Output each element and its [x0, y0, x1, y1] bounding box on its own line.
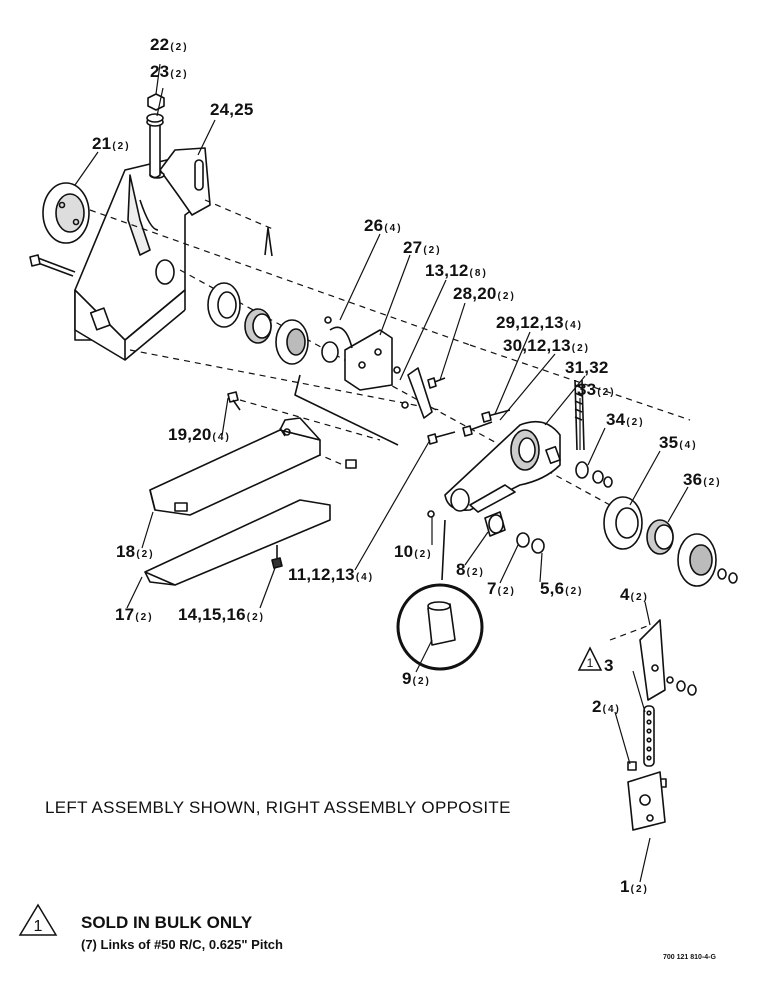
callout-8: 8(2) [456, 560, 485, 579]
callout-34: 34(2) [606, 410, 645, 429]
shaft-collar [321, 341, 339, 363]
figure-code: 700 121 810-4-G [663, 954, 716, 961]
footnote-detail: (7) Links of #50 R/C, 0.625" Pitch [81, 937, 283, 952]
pin-and-nut [146, 93, 165, 179]
spacer-34 [545, 445, 613, 488]
callout-13-12: 13,12(8) [425, 261, 488, 280]
chain-3 [643, 705, 655, 767]
bracket-27 [329, 326, 393, 391]
callout-19-20: 19,20(4) [168, 425, 231, 444]
detail-circle-9 [396, 519, 484, 671]
callout-26: 26(4) [364, 216, 403, 235]
callout-29-12-13: 29,12,13(4) [496, 313, 584, 332]
assembly-caption: LEFT ASSEMBLY SHOWN, RIGHT ASSEMBLY OPPO… [45, 798, 511, 817]
plate-18 [149, 417, 321, 516]
fitting-10 [427, 510, 435, 518]
plate-17 [144, 499, 331, 586]
footnote-title: SOLD IN BULK ONLY [81, 913, 253, 932]
svg-text:1: 1 [34, 918, 43, 935]
callout-3: 3 [604, 656, 614, 675]
callout-28-20: 28,20(2) [453, 284, 516, 303]
callout-36: 36(2) [683, 470, 722, 489]
arm-31-32 [444, 420, 561, 513]
washer-7 [516, 532, 530, 548]
callout-33: 33(2) [577, 380, 616, 399]
callout-35: 35(4) [659, 433, 698, 452]
bolt-19 [227, 391, 357, 469]
callout-23: 23(2) [150, 62, 189, 81]
bolt-14 [271, 545, 283, 569]
callout-4: 4(2) [620, 585, 649, 604]
callout-27: 27(2) [403, 238, 442, 257]
plate-1 [627, 771, 666, 831]
flange-21 [42, 182, 90, 244]
callout-30-12-13: 30,12,13(2) [503, 336, 591, 355]
callout-11-12-13: 11,12,13(4) [288, 565, 375, 584]
stud-33 [574, 379, 585, 451]
leader-lines [74, 63, 689, 883]
svg-text:1: 1 [587, 656, 594, 670]
callout-10: 10(2) [394, 542, 433, 561]
footnote-marker: 1 [18, 903, 58, 936]
flange-35-b [677, 533, 717, 587]
callout-1: 1(2) [620, 877, 649, 896]
nut-5-6 [531, 538, 545, 554]
callout-5-6: 5,6(2) [540, 579, 584, 598]
inner-flange-outer [275, 319, 309, 365]
callout-18: 18(2) [116, 542, 155, 561]
callout-21: 21(2) [92, 134, 131, 153]
bearing-36 [646, 519, 674, 555]
callout-2: 2(4) [592, 697, 621, 716]
side-frame [74, 157, 206, 361]
inner-flange [207, 282, 241, 328]
callout-22: 22(2) [150, 35, 189, 54]
callout-7: 7(2) [487, 579, 516, 598]
small-hardware [324, 316, 446, 409]
bulk-note-marker: 1 [577, 646, 603, 671]
bushing-8 [484, 511, 506, 537]
callout-24-25: 24,25 [210, 100, 254, 119]
callout-14-15-16: 14,15,16(2) [178, 605, 266, 624]
bolts [427, 409, 511, 445]
callout-9: 9(2) [402, 669, 431, 688]
callout-31-32: 31,32 [565, 358, 609, 377]
bracket-4 [639, 619, 697, 701]
callout-17: 17(2) [115, 605, 154, 624]
flange-35-a [603, 496, 643, 550]
frame-bolt [29, 254, 76, 277]
end-nuts [717, 568, 738, 584]
plate-28 [407, 367, 433, 419]
inner-bearing [244, 308, 272, 344]
